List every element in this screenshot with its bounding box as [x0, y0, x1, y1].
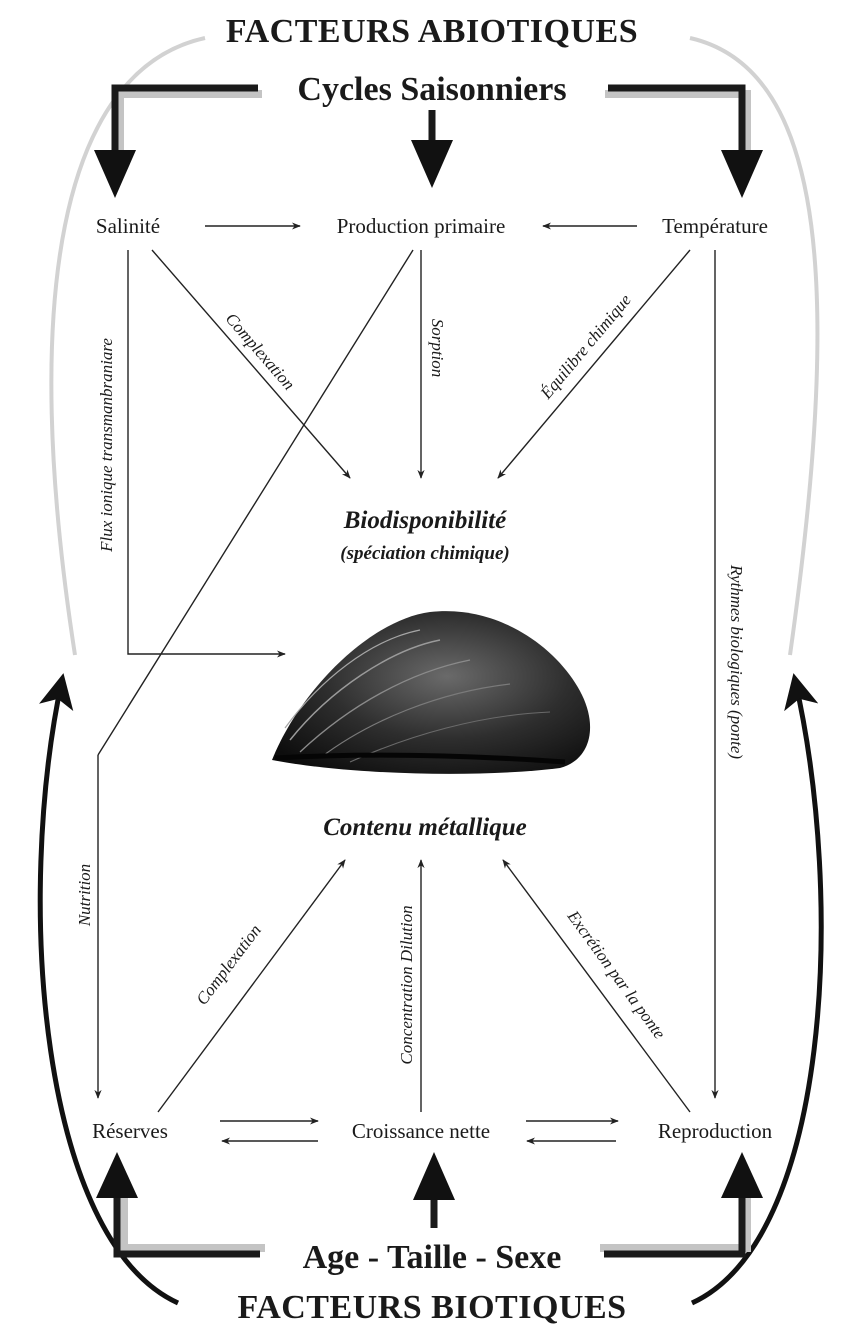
- abiotic-feedback-right-curve: [690, 38, 817, 655]
- label-excretion-ponte: Excrétion par la ponte: [563, 906, 669, 1042]
- age-taille-sexe-label: Age - Taille - Sexe: [303, 1239, 562, 1276]
- label-nutrition: Nutrition: [75, 864, 94, 927]
- node-contenu-metallique: Contenu métallique: [323, 814, 527, 841]
- label-complexation-bottom: Complexation: [192, 921, 265, 1009]
- abiotic-factors-title: FACTEURS ABIOTIQUES: [226, 13, 638, 50]
- node-temperature: Température: [662, 214, 768, 238]
- biotic-feedback-right-curve: [692, 680, 821, 1303]
- label-concentration-dilution: Concentration Dilution: [397, 905, 416, 1064]
- node-reproduction: Reproduction: [658, 1119, 773, 1143]
- node-biodisponibilite: Biodisponibilité: [343, 507, 507, 534]
- node-speciation: (spéciation chimique): [340, 543, 509, 564]
- node-salinite: Salinité: [96, 214, 160, 238]
- node-production-primaire: Production primaire: [337, 214, 506, 238]
- seasonal-cycles-label: Cycles Saisonniers: [297, 71, 566, 108]
- label-flux-ionique: Flux ionique transmanbraniare: [97, 338, 116, 553]
- biotic-feedback-left-curve: [40, 680, 178, 1303]
- node-reserves: Réserves: [92, 1119, 168, 1143]
- label-rythmes-biologiques: Rythmes biologiques (ponte): [727, 564, 746, 760]
- node-croissance-nette: Croissance nette: [352, 1119, 490, 1143]
- label-complexation-top: Complexation: [222, 309, 299, 393]
- label-equilibre-chimique: Équilibre chimique: [536, 290, 635, 403]
- label-sorption: Sorption: [428, 319, 447, 378]
- mussel-shell-icon: [272, 611, 590, 774]
- biotic-factors-title: FACTEURS BIOTIQUES: [237, 1289, 626, 1326]
